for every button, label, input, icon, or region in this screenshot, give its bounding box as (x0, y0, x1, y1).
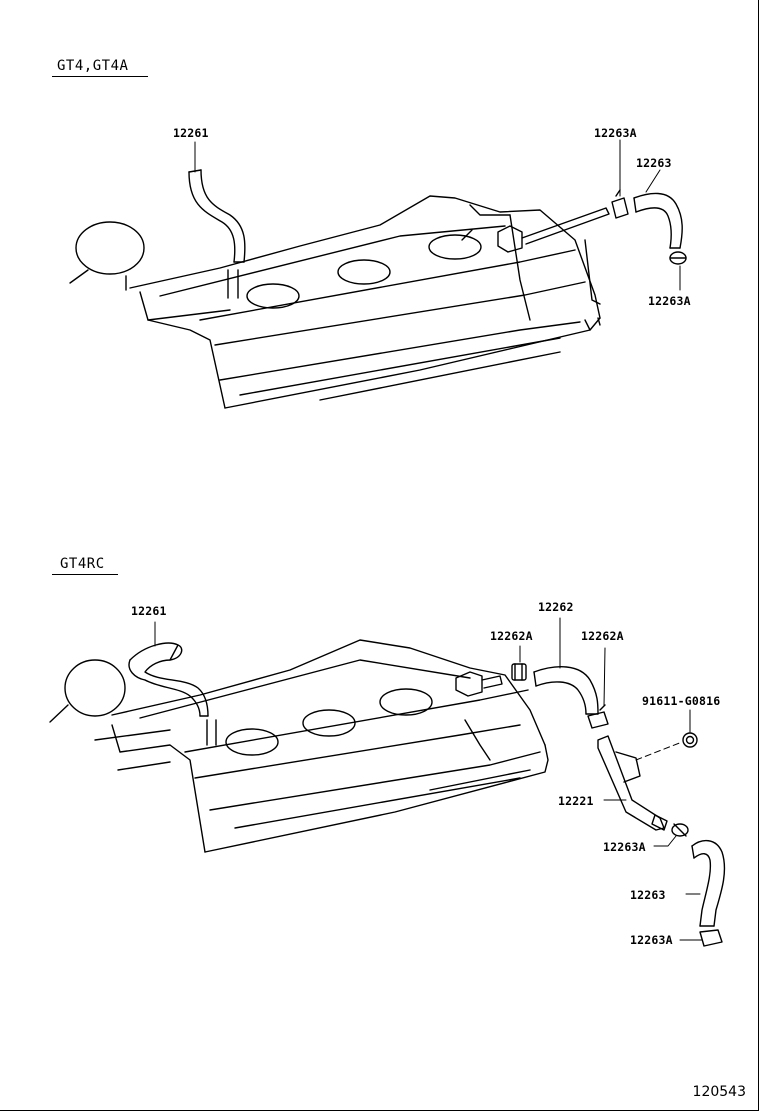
part-label-12263: 12263 (636, 156, 672, 170)
cylinder-head-cover-top (70, 196, 609, 408)
part-label-12262A: 12262A (490, 629, 533, 643)
part-label-12221: 12221 (558, 794, 594, 808)
part-label-12263A: 12263A (594, 126, 637, 140)
part-label-12263A: 12263A (603, 840, 646, 854)
hose-12262 (534, 667, 598, 714)
clip-12263A-top (612, 190, 628, 218)
section-title-underline (52, 76, 148, 77)
clip-12263A-bottom (670, 252, 686, 264)
part-label-12261: 12261 (173, 126, 209, 140)
part-label-12263A: 12263A (648, 294, 691, 308)
clip-12263A-c (672, 824, 688, 836)
part-label-12262: 12262 (538, 600, 574, 614)
hose-12263-top (634, 193, 682, 248)
part-label-12261: 12261 (131, 604, 167, 618)
cylinder-head-cover-bottom (50, 640, 548, 852)
part-label-91611-G0816: 91611-G0816 (642, 694, 721, 708)
part-label-12262A: 12262A (581, 629, 624, 643)
section-title-gt4rc: GT4RC (60, 556, 105, 572)
section-title-underline (52, 574, 118, 575)
part-label-12263: 12263 (630, 888, 666, 902)
clip-12262A-a (512, 664, 526, 680)
hose-12261-bottom (129, 643, 208, 716)
illustration-code: 120543 (692, 1084, 746, 1100)
part-label-12263A: 12263A (630, 933, 673, 947)
pipe-12221 (598, 736, 667, 830)
section-title-gt4: GT4,GT4A (57, 58, 129, 74)
plug-91611-G0816 (683, 733, 697, 747)
hose-12261-top (189, 170, 245, 262)
clip-12263A-d (700, 930, 722, 946)
hose-12263-lower (692, 841, 724, 926)
